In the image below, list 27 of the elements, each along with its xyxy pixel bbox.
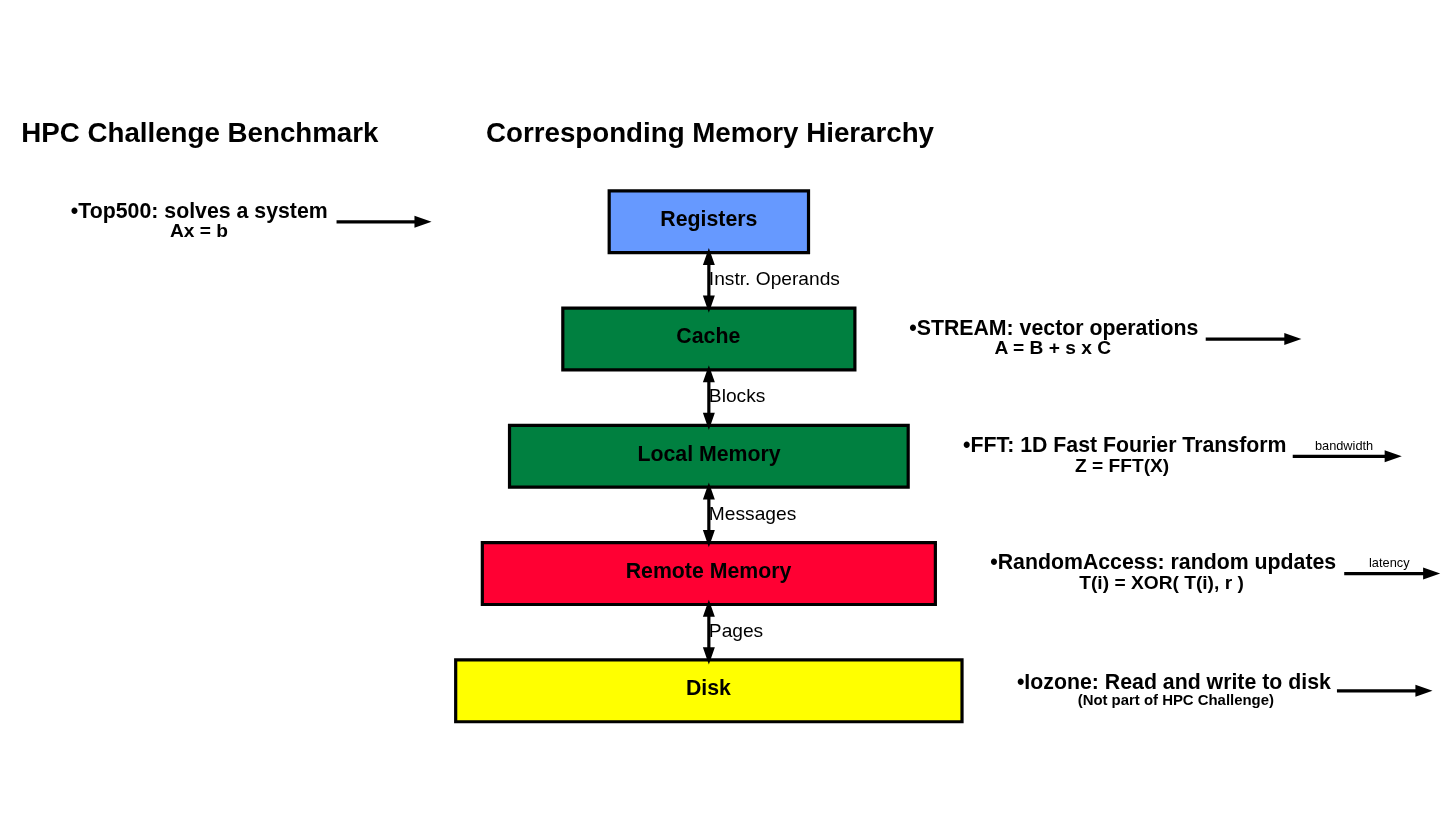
node-text: •Top500: solves a system Ax = b: [70, 198, 328, 241]
node-box: Local Memory: [507, 423, 910, 489]
arrow: [1205, 332, 1302, 345]
node-text: •Iozone: Read and write to disk (Not part of HPC Challenge): [1016, 669, 1331, 708]
edge-label: Instr. Operands: [708, 267, 840, 289]
label: Corresponding Memory Hierarchy: [486, 116, 935, 148]
edge-label: Blocks: [708, 384, 766, 406]
edge-label: bandwidth: [1314, 436, 1374, 452]
arrow: [702, 599, 715, 664]
arrow: [702, 481, 715, 547]
node-box: Disk: [454, 657, 964, 723]
node-text: •FFT: 1D Fast Fourier Transform Z = FFT(X): [963, 432, 1287, 476]
arrow: [702, 364, 715, 430]
arrow: [1336, 684, 1433, 697]
arrow: [336, 215, 432, 228]
arrow: [702, 247, 715, 313]
node-text: •RandomAccess: random updates T(i) = XOR( T(i), r ): [990, 549, 1337, 593]
arrow: [1292, 449, 1402, 462]
label: HPC Challenge Benchmark: [21, 116, 379, 148]
edge-label: Messages: [708, 502, 797, 524]
node-box: Remote Memory: [480, 540, 937, 606]
arrow: [1344, 567, 1441, 580]
node-box: Registers: [607, 188, 811, 254]
node-box: Cache: [561, 306, 857, 372]
edge-label: latency: [1369, 554, 1410, 570]
node-text: •STREAM: vector operations A = B + s x C: [909, 315, 1199, 358]
edge-label: Pages: [708, 619, 764, 641]
